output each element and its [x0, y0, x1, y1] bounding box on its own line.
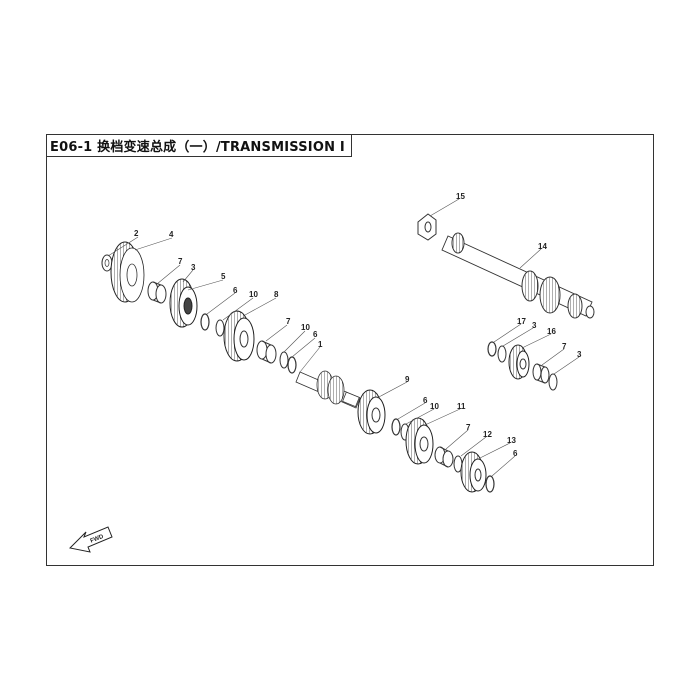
callout-6: 6	[313, 330, 318, 339]
leader-lines	[107, 198, 580, 477]
title-box: E06-1 换档变速总成（一）/TRANSMISSION Ⅰ	[46, 134, 352, 157]
diagram-frame	[46, 134, 654, 566]
callout-1: 1	[318, 340, 323, 349]
callout-6: 6	[233, 286, 238, 295]
callout-9: 9	[405, 375, 410, 384]
part-6b-circlip	[287, 356, 297, 374]
callout-7: 7	[178, 257, 183, 266]
part-7b-bearing	[256, 340, 277, 364]
part-11-gear	[405, 417, 434, 465]
part-8-gear	[223, 310, 255, 362]
part-4-gear	[110, 241, 145, 303]
callout-14: 14	[538, 242, 547, 251]
callout-12: 12	[483, 430, 492, 439]
part-2-washer	[101, 254, 113, 272]
part-17-circlip	[487, 341, 497, 357]
part-15-nut	[417, 213, 437, 241]
callout-6: 6	[423, 396, 428, 405]
callout-10: 10	[430, 402, 439, 411]
part-16-gear	[508, 344, 530, 380]
callout-7: 7	[466, 423, 471, 432]
callout-3: 3	[532, 321, 537, 330]
callout-10: 10	[249, 290, 258, 299]
callout-2: 2	[134, 229, 139, 238]
callout-5: 5	[221, 272, 226, 281]
diagram-title: E06-1 换档变速总成（一）/TRANSMISSION Ⅰ	[50, 139, 345, 155]
fwd-label: FWD	[90, 534, 106, 545]
callout-3: 3	[577, 350, 582, 359]
part-3c-washer	[548, 373, 558, 391]
fwd-direction-arrow: FWD	[68, 526, 113, 553]
callout-15: 15	[456, 192, 465, 201]
callout-numbers: 2 4 7 3 5 6 10 8 7 10 6 1 9 6 10 11 7 12…	[134, 192, 582, 458]
callout-16: 16	[547, 327, 556, 336]
callout-17: 17	[517, 317, 526, 326]
part-9-gear	[357, 389, 386, 435]
part-6c-circlip	[391, 418, 401, 436]
part-10b-washer	[279, 351, 289, 369]
callout-7: 7	[562, 342, 567, 351]
callout-11: 11	[457, 402, 466, 411]
callout-13: 13	[507, 436, 516, 445]
callout-3: 3	[191, 263, 196, 272]
part-10a-washer	[215, 319, 225, 337]
part-7d-bearing	[532, 363, 550, 384]
callout-8: 8	[274, 290, 279, 299]
callout-7: 7	[286, 317, 291, 326]
main-shaft	[295, 370, 361, 409]
part-13-gear	[460, 451, 487, 493]
callout-10: 10	[301, 323, 310, 332]
part-3b-washer	[497, 345, 507, 363]
part-6a-circlip	[200, 313, 210, 331]
part-14-countershaft	[441, 232, 595, 319]
part-6d-circlip	[485, 475, 495, 493]
part-7c-bearing	[434, 446, 454, 468]
callout-4: 4	[169, 230, 174, 239]
part-7a-bearing	[147, 281, 167, 304]
callout-6: 6	[513, 449, 518, 458]
part-5-hub-gear	[169, 278, 198, 328]
